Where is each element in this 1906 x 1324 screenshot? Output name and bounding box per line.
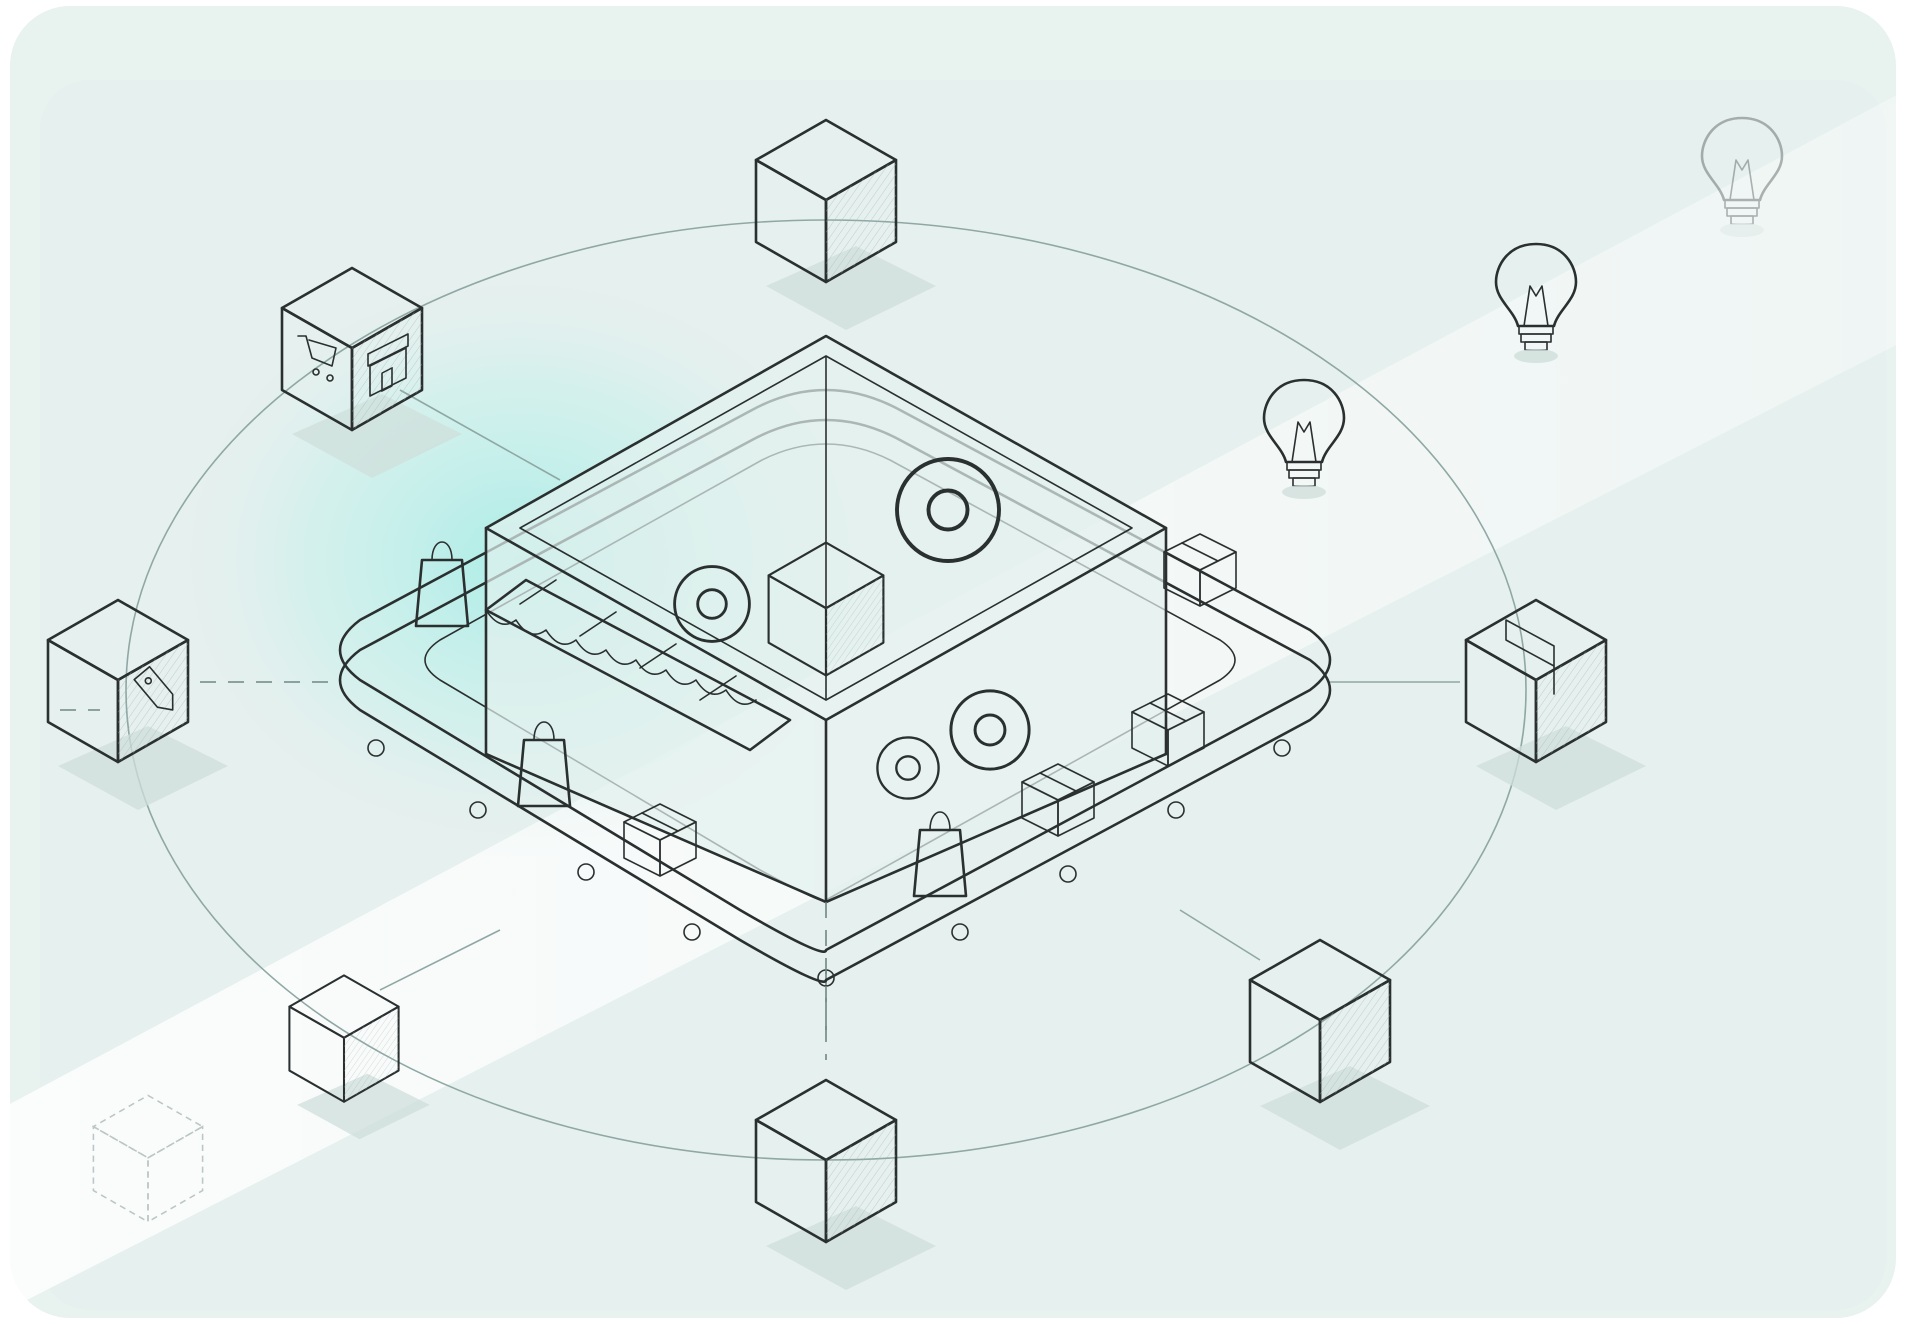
price-tag-icon [133, 665, 174, 711]
shopping-cart-icon [297, 335, 337, 382]
parcel-cube-right [1464, 598, 1646, 810]
commerce-cube [280, 266, 462, 478]
ghost-cube [91, 1094, 205, 1224]
central-building [484, 334, 1168, 1040]
tag-cube [46, 598, 228, 810]
connector-lines [200, 389, 1460, 1060]
storefront-icon [367, 333, 409, 397]
conveyor-rollers [367, 739, 1291, 987]
shop-awning [484, 578, 792, 752]
